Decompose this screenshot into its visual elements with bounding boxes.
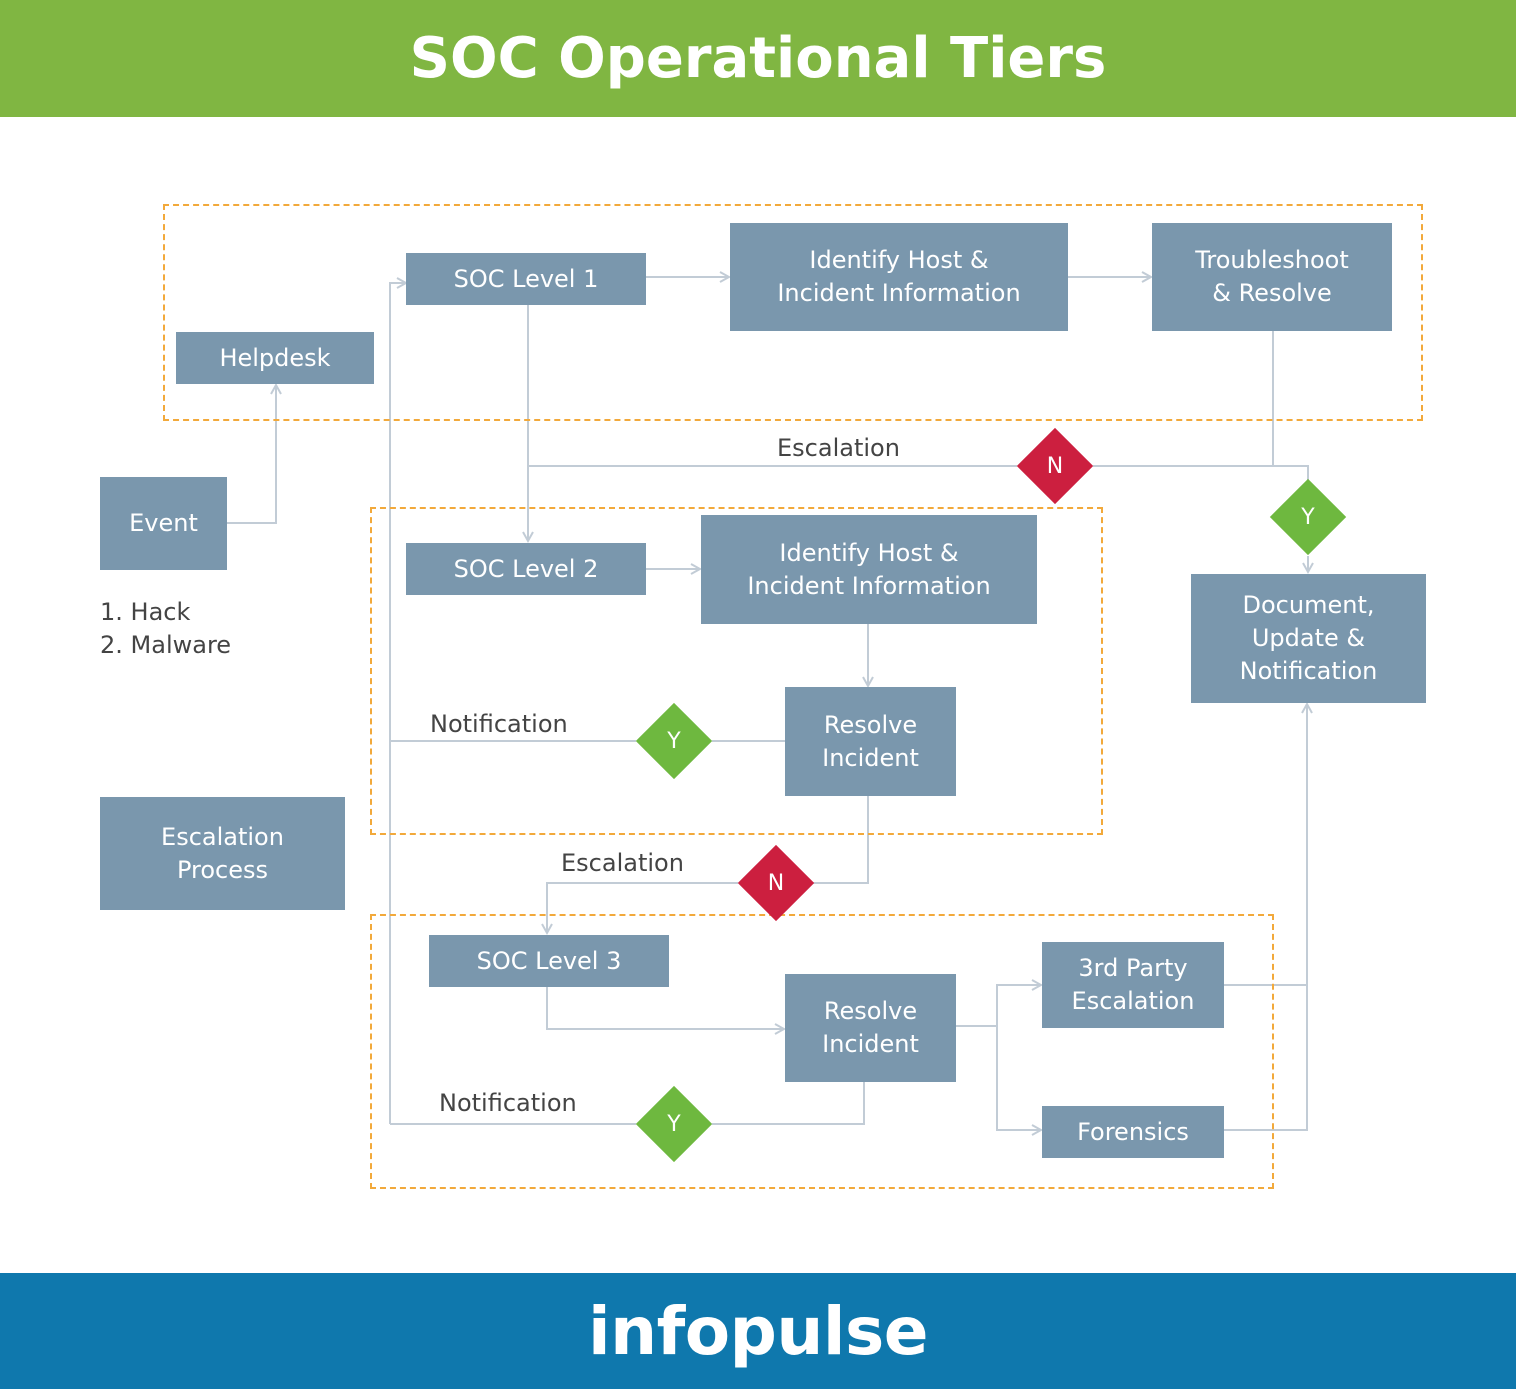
escalation-process-box: Escalation Process: [100, 797, 345, 910]
soc-level-3-box: SOC Level 3: [429, 935, 669, 987]
identify-host-2-box: Identify Host & Incident Information: [701, 515, 1037, 624]
event-box: Event: [100, 477, 227, 570]
troubleshoot-resolve-box: Troubleshoot & Resolve: [1152, 223, 1392, 331]
document-update-box: Document, Update & Notification: [1191, 574, 1426, 703]
decision-no-label: N: [767, 870, 785, 896]
third-party-escalation-box: 3rd Party Escalation: [1042, 942, 1224, 1028]
notification-label: Notification: [439, 1089, 577, 1117]
identify-host-1-box: Identify Host & Incident Information: [730, 223, 1068, 331]
escalation-label: Escalation: [777, 434, 900, 462]
soc-level-1-box: SOC Level 1: [406, 253, 646, 305]
decision-yes-label: Y: [1301, 504, 1315, 530]
event-type-item: 2. Malware: [100, 631, 232, 659]
decision-yes-label: Y: [667, 728, 681, 754]
forensics-box: Forensics: [1042, 1106, 1224, 1158]
decision-yes-label: Y: [667, 1111, 681, 1137]
escalation-label: Escalation: [561, 849, 684, 877]
footer-banner: infopulse: [0, 1273, 1516, 1389]
helpdesk-box: Helpdesk: [176, 332, 374, 384]
decision-no-label: N: [1046, 453, 1064, 479]
event-types-list: 1. Hack 2. Malware: [100, 596, 231, 662]
header-banner: SOC Operational Tiers: [0, 0, 1516, 117]
page-title: SOC Operational Tiers: [409, 26, 1107, 91]
resolve-incident-3-box: Resolve Incident: [785, 974, 956, 1082]
event-to-helpdesk-connector: [227, 382, 282, 524]
notification-label: Notification: [430, 710, 568, 738]
tier-3-zone: [370, 914, 1274, 1189]
resolve-incident-2-box: Resolve Incident: [785, 687, 956, 796]
tier-2-zone: [370, 507, 1103, 835]
soc-level-2-box: SOC Level 2: [406, 543, 646, 595]
brand-logo: infopulse: [587, 1292, 929, 1370]
notification-return-connector: [389, 277, 409, 1124]
event-type-item: 1. Hack: [100, 598, 191, 626]
tier-1-zone: [163, 204, 1423, 421]
